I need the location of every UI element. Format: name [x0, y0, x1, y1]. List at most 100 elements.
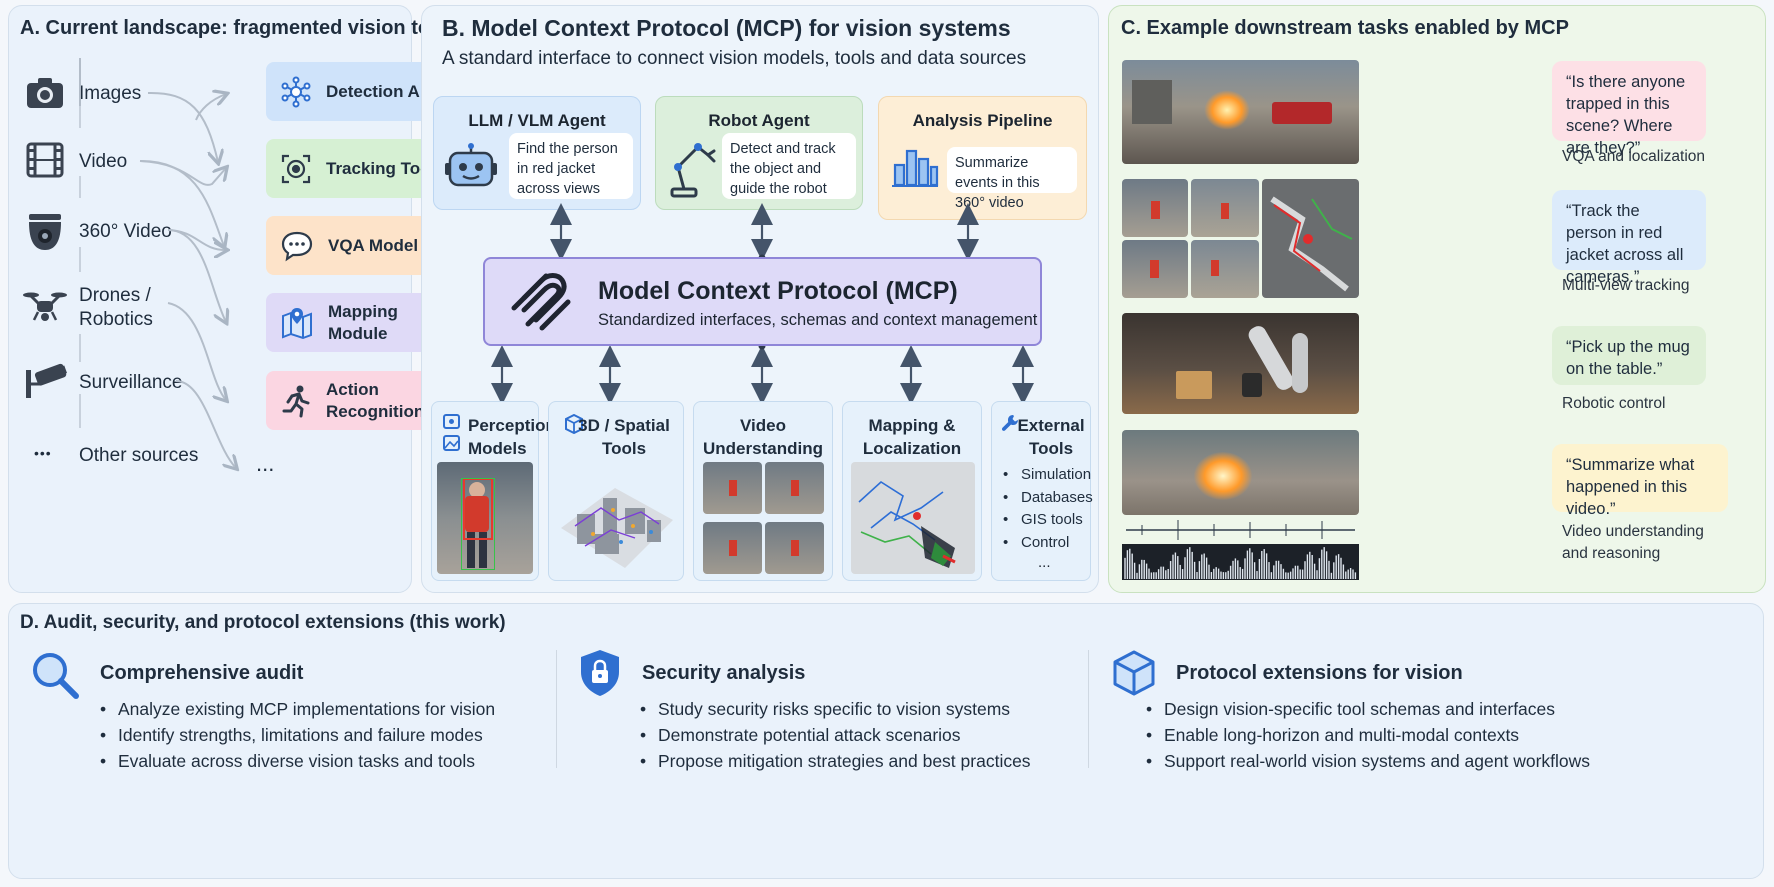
- component-title-line1: Mapping &: [868, 416, 956, 435]
- tool-tracking: Tracking Tool: [266, 139, 450, 198]
- tool-label: Tracking Tool: [326, 158, 436, 178]
- task-image-multiview-3: [1122, 240, 1188, 298]
- mcp-box: [483, 257, 1042, 346]
- task-image-disaster-scene: [1122, 60, 1359, 164]
- perception-thumbnail: [437, 462, 533, 574]
- shield-lock-icon: [581, 650, 619, 696]
- tools-more: ...: [256, 451, 275, 476]
- panel-d-title: D. Audit, security, and protocol extensi…: [20, 612, 506, 633]
- network-icon: [281, 76, 311, 107]
- column-divider: [1088, 650, 1089, 768]
- audit-bullets: Analyze existing MCP implementations for…: [100, 696, 495, 774]
- magnifier-icon: [33, 653, 79, 699]
- agent-analysis-pipeline: Analysis Pipeline Summarize events in th…: [878, 96, 1087, 220]
- component-title-line1: Video: [740, 416, 786, 435]
- drone-icon: [23, 292, 67, 321]
- panel-c-title: C. Example downstream tasks enabled by M…: [1121, 17, 1569, 39]
- source-drones-robotics: Drones / Robotics: [79, 285, 153, 330]
- component-title-line1: External: [1017, 416, 1085, 435]
- source-video: Video: [79, 151, 128, 172]
- fragmented-connections: [79, 58, 440, 600]
- mcp-title: Model Context Protocol (MCP): [598, 277, 958, 305]
- tool-vqa-model: VQA Model: [266, 216, 450, 275]
- mcp-subtitle: Standardized interfaces, schemas and con…: [598, 311, 1038, 329]
- component-title-line1: 3D / Spatial: [578, 416, 670, 435]
- agent-title: Robot Agent: [708, 111, 810, 130]
- task-video-waveform: [1122, 520, 1359, 580]
- source-other: Other sources: [79, 445, 199, 466]
- external-tool-item: Simulation: [1003, 464, 1093, 487]
- agent-title: Analysis Pipeline: [912, 111, 1053, 130]
- component-title-line1: Perception: [468, 416, 556, 435]
- security-bullets: Study security risks specific to vision …: [640, 696, 1031, 774]
- agent-bubble: Detect and track the object and guide th…: [722, 133, 856, 199]
- tool-action-recognition: Action Recognition: [266, 371, 450, 430]
- map-thumbnail: [851, 462, 975, 574]
- task-image-multiview-2: [1191, 179, 1259, 237]
- agent-bubble: Summarize events in this 360° video: [947, 147, 1077, 211]
- audit-bullet: Analyze existing MCP implementations for…: [100, 696, 495, 722]
- pointcloud-thumbnail: [555, 464, 679, 576]
- security-bullet: Propose mitigation strategies and best p…: [640, 748, 1031, 774]
- extensions-bullet: Support real-world vision systems and ag…: [1146, 748, 1590, 774]
- audit-bullet: Evaluate across diverse vision tasks and…: [100, 748, 495, 774]
- task-quote-video: “Summarize what happened in this video.”: [1552, 444, 1728, 518]
- panel-b-subtitle: A standard interface to connect vision m…: [442, 48, 1027, 69]
- chat-icon: [281, 231, 313, 261]
- agent-title: LLM / VLM Agent: [468, 111, 606, 130]
- extensions-bullet: Enable long-horizon and multi-modal cont…: [1146, 722, 1590, 748]
- mcp-logo-icon: [511, 273, 571, 331]
- robot-head-icon: [445, 143, 497, 187]
- bar-chart-icon: [892, 149, 939, 187]
- component-title-line2: Tools: [1028, 439, 1074, 458]
- security-bullet: Demonstrate potential attack scenarios: [640, 722, 1031, 748]
- audit-bullet: Identify strengths, limitations and fail…: [100, 722, 495, 748]
- component-title-line2: Localization: [862, 439, 962, 458]
- security-bullet: Study security risks specific to vision …: [640, 696, 1031, 722]
- column-divider: [556, 650, 557, 768]
- target-icon: [281, 154, 311, 183]
- external-tool-item: Databases: [1003, 487, 1093, 510]
- extensions-bullets: Design vision-specific tool schemas and …: [1146, 696, 1590, 774]
- agent-llm-vlm: LLM / VLM Agent Find the person in red j…: [433, 96, 641, 210]
- tool-label: VQA Model: [328, 235, 419, 255]
- agent-bubble: Find the person in red jacket across vie…: [509, 133, 633, 199]
- external-tool-item: Control: [1003, 532, 1093, 555]
- task-image-multiview-1: [1122, 179, 1188, 237]
- source-360-video: 360° Video: [79, 221, 172, 242]
- video-frame-1: [703, 462, 762, 514]
- task-caption-robot: Robotic control: [1562, 395, 1666, 412]
- extensions-bullet: Design vision-specific tool schemas and …: [1146, 696, 1590, 722]
- task-quote-robot: “Pick up the mug on the table.”: [1552, 326, 1706, 385]
- task-image-robot-mug: [1122, 313, 1359, 414]
- component-title-line2: Understanding: [703, 439, 823, 458]
- cctv-icon: [26, 363, 68, 398]
- camera-icon: [27, 78, 63, 108]
- image-icon: [443, 414, 460, 451]
- tool-detection-api: Detection API: [266, 62, 450, 121]
- wrench-icon: [1001, 415, 1018, 431]
- running-person-icon: [282, 385, 310, 417]
- task-quote-tracking: “Track the person in red jacket across a…: [1552, 190, 1706, 286]
- tool-label: Detection API: [326, 81, 436, 101]
- task-quote-vqa: “Is there anyone trapped in this scene? …: [1552, 61, 1706, 157]
- extensions-heading: Protocol extensions for vision: [1176, 662, 1463, 684]
- component-title: Mapping & Localization: [843, 414, 981, 460]
- external-tool-item: GIS tools: [1003, 509, 1093, 532]
- external-tools-list: Simulation Databases GIS tools Control: [1003, 464, 1093, 554]
- source-surveillance: Surveillance: [79, 372, 183, 393]
- component-title-line2: Models: [468, 439, 527, 458]
- agent-robot: Robot Agent Detect and track the object …: [655, 96, 863, 210]
- component-mapping-localization: Mapping & Localization: [842, 401, 982, 581]
- task-image-video-fire: [1122, 430, 1359, 515]
- video-frame-3: [703, 522, 762, 574]
- task-caption-video: Video understanding and reasoning: [1562, 523, 1704, 562]
- audit-heading: Comprehensive audit: [100, 662, 304, 684]
- security-heading: Security analysis: [642, 662, 806, 684]
- tool-label: Mapping Module: [328, 301, 398, 343]
- task-caption-tracking: Multi-view tracking: [1562, 277, 1690, 294]
